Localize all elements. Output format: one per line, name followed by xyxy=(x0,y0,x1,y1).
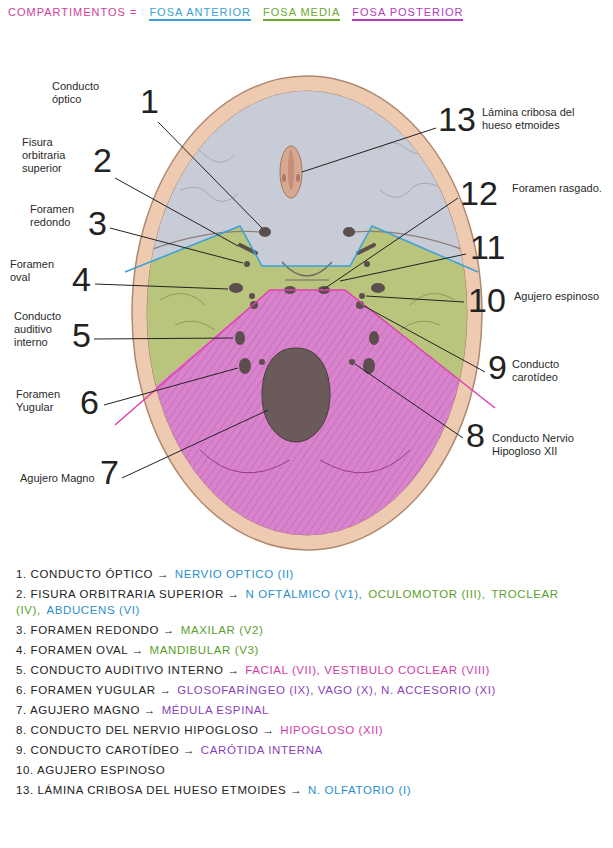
diagram-title: COMPARTIMENTOS = xyxy=(8,6,137,18)
callout-number: 11 xyxy=(470,230,505,264)
structure-list: 1. CONDUCTO ÓPTICO → NERVIO OPTICO (II) 2.… xyxy=(16,566,601,802)
structure-label: Foramen Yugular xyxy=(16,388,76,414)
callout-number: 3 xyxy=(88,206,107,240)
nerve-name: NERVIO OPTICO (II) xyxy=(175,568,294,580)
legend-swatch xyxy=(352,19,463,21)
nerve-name: GLOSOFARÍNGEO (IX), VAGO (X), N. ACCESOR… xyxy=(177,684,496,696)
callout-number: 13 xyxy=(438,102,476,136)
callout-number: 4 xyxy=(72,262,91,296)
list-row: 6. FORAMEN YUGULAR → GLOSOFARÍNGEO (IX), … xyxy=(16,682,601,698)
callout-number: 1 xyxy=(140,84,159,118)
legend-item: FOSA MEDIA xyxy=(263,6,340,21)
structure-label: Agujero espinoso xyxy=(514,290,602,303)
legend-text: FOSA ANTERIOR xyxy=(149,6,251,18)
structure-label: Lámina cribosa del hueso etmoides xyxy=(482,106,604,132)
callout-number: 12 xyxy=(460,176,498,210)
nerve-name: MANDIBULAR (V3) xyxy=(150,644,259,656)
legend-text: FOSA MEDIA xyxy=(263,6,340,18)
callout-number: 10 xyxy=(468,283,506,317)
list-item-text: 4. FORAMEN OVAL → xyxy=(16,644,144,656)
nerve-name: OCULOMOTOR (III), xyxy=(368,588,485,600)
nerve-name: HIPOGLOSO (XII) xyxy=(280,724,383,736)
structure-label: Fisura orbitraria superior xyxy=(22,136,86,175)
structure-label: Conducto auditivo interno xyxy=(14,310,72,349)
list-row: 10. AGUJERO ESPINOSO xyxy=(16,762,601,778)
structure-label: Agujero Magno xyxy=(20,472,95,485)
nerve-name: N OFTÁLMICO (V1), xyxy=(245,588,362,600)
title-bar: COMPARTIMENTOS = FOSA ANTERIOR FOSA MEDIA F… xyxy=(8,6,463,21)
callout-number: 5 xyxy=(72,318,91,352)
callout-number: 7 xyxy=(100,455,119,489)
nerve-name: CARÓTIDA INTERNA xyxy=(201,744,323,756)
list-row: 8. CONDUCTO DEL NERVIO HIPOGLOSO → HIPOGL… xyxy=(16,722,601,738)
list-item-text: 1. CONDUCTO ÓPTICO → xyxy=(16,568,169,580)
list-row: 4. FORAMEN OVAL → MANDIBULAR (V3) xyxy=(16,642,601,658)
legend-text: FOSA POSTERIOR xyxy=(352,6,463,18)
nerve-name: N. OLFATORIO (I) xyxy=(308,784,411,796)
list-item-text: 13. LÁMINA CRIBOSA DEL HUESO ETMOIDES → xyxy=(16,784,302,796)
list-item-text: 2. FISURA ORBITRARIA SUPERIOR → xyxy=(16,588,240,600)
nerve-name: MÉDULA ESPINAL xyxy=(162,704,269,716)
list-item-text: 8. CONDUCTO DEL NERVIO HIPOGLOSO → xyxy=(16,724,275,736)
structure-label: Foramen redondo xyxy=(30,203,88,229)
nerve-name: ABDUCENS (VI) xyxy=(46,604,139,616)
list-item-text: 3. FORAMEN REDONDO → xyxy=(16,624,175,636)
list-row: 3. FORAMEN REDONDO → MAXILAR (V2) xyxy=(16,622,601,638)
structure-label: Conducto carotídeo xyxy=(512,358,604,384)
list-row: 9. CONDUCTO CAROTÍDEO → CARÓTIDA INTERNA xyxy=(16,742,601,758)
legend-item: FOSA POSTERIOR xyxy=(352,6,463,21)
callout-number: 8 xyxy=(466,418,485,452)
structure-label: Foramen rasgado. xyxy=(512,182,602,195)
list-row: 13. LÁMINA CRIBOSA DEL HUESO ETMOIDES → N… xyxy=(16,782,601,798)
structure-label: Conducto óptico xyxy=(52,80,124,106)
list-row: 1. CONDUCTO ÓPTICO → NERVIO OPTICO (II) xyxy=(16,566,601,582)
list-item-text: 5. CONDUCTO AUDITIVO INTERNO → xyxy=(16,664,240,676)
structure-label: Conducto Nervio Hipogloso XII xyxy=(492,432,604,458)
list-row: 7. AGUJERO MAGNO → MÉDULA ESPINAL xyxy=(16,702,601,718)
list-item-text: 10. AGUJERO ESPINOSO xyxy=(16,764,165,776)
nerve-name: MAXILAR (V2) xyxy=(181,624,264,636)
structure-label: Foramen oval xyxy=(10,258,68,284)
list-item-text: 7. AGUJERO MAGNO → xyxy=(16,704,156,716)
list-item-text: 9. CONDUCTO CAROTÍDEO → xyxy=(16,744,195,756)
callout-number: 9 xyxy=(488,350,507,384)
callout-number: 2 xyxy=(93,143,112,177)
legend-item: FOSA ANTERIOR xyxy=(149,6,251,21)
callout-number: 6 xyxy=(80,385,99,419)
legend-swatch xyxy=(149,19,251,21)
list-row: 5. CONDUCTO AUDITIVO INTERNO → FACIAL (VI… xyxy=(16,662,601,678)
nerve-name: FACIAL (VII), VESTIBULO COCLEAR (VIII) xyxy=(245,664,490,676)
list-item-text: 6. FORAMEN YUGULAR → xyxy=(16,684,172,696)
list-row: 2. FISURA ORBITRARIA SUPERIOR → N OFTÁLMI… xyxy=(16,586,601,618)
legend-swatch xyxy=(263,19,340,21)
